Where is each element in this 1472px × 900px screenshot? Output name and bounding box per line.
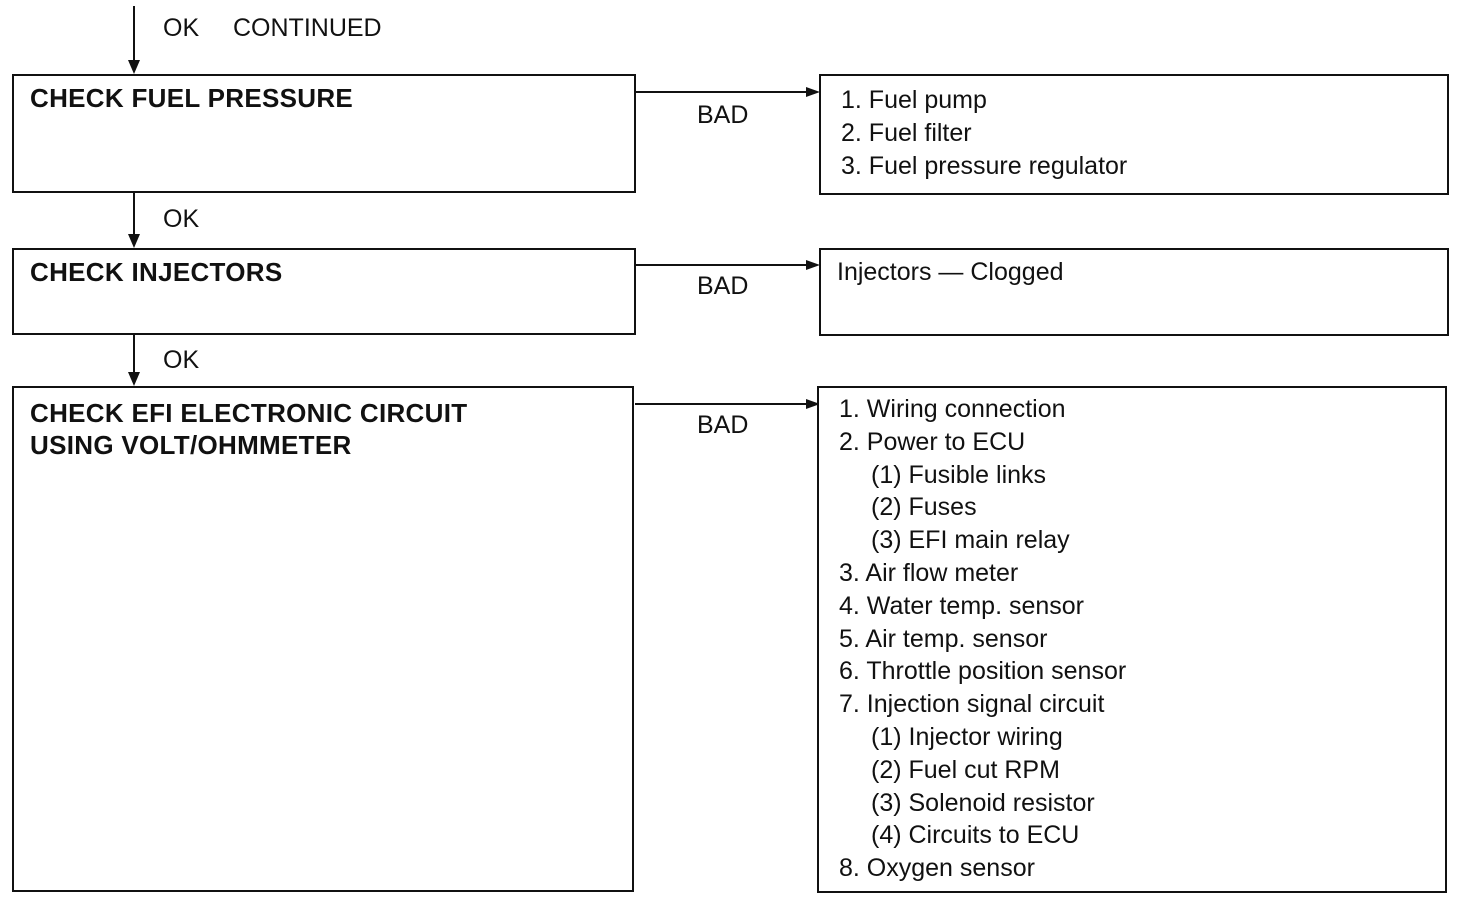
check-efi-circuit-title: CHECK EFI ELECTRONIC CIRCUIT USING VOLT/… xyxy=(30,397,467,461)
ok-label-injectors: OK xyxy=(163,346,200,374)
efi-circuit-causes-box: 1. Wiring connection 2. Power to ECU (1)… xyxy=(817,386,1447,893)
bad-arrowhead-3 xyxy=(806,399,820,409)
ok-arrowhead-top xyxy=(128,60,140,74)
injectors-causes-box: Injectors — Clogged xyxy=(819,248,1449,336)
check-fuel-pressure-title: CHECK FUEL PRESSURE xyxy=(30,83,354,113)
ok-label-fuel-pressure: OK xyxy=(163,205,200,233)
ok-label-top: OK xyxy=(163,14,200,42)
cause-item: 1. Wiring connection xyxy=(839,395,1066,423)
check-injectors-box: CHECK INJECTORS xyxy=(12,248,636,335)
cause-subitem: (1) Injector wiring xyxy=(871,722,1063,751)
cause-item: 3. Fuel pressure regulator xyxy=(841,151,1128,180)
check-efi-circuit-box: CHECK EFI ELECTRONIC CIRCUIT USING VOLT/… xyxy=(12,386,634,892)
cause-item: 2. Fuel filter xyxy=(841,118,972,147)
cause-subitem: (3) Solenoid resistor xyxy=(871,788,1095,817)
bad-arrowhead-2 xyxy=(806,260,820,270)
cause-subitem: (1) Fusible links xyxy=(871,460,1047,489)
cause-item: 8. Oxygen sensor xyxy=(839,854,1035,883)
cause-item: 2. Power to ECU xyxy=(839,427,1026,456)
bad-label-efi-circuit: BAD xyxy=(697,411,749,439)
cause-item: 7. Injection signal circuit xyxy=(839,690,1105,719)
cause-item: 3. Air flow meter xyxy=(839,558,1019,587)
bad-label-injectors: BAD xyxy=(697,272,749,300)
ok-arrowhead-1 xyxy=(128,234,140,248)
fuel-pressure-causes-box: 1. Fuel pump 2. Fuel filter 3. Fuel pres… xyxy=(819,74,1449,195)
continued-label: CONTINUED xyxy=(233,14,382,42)
check-efi-circuit-title-line2: USING VOLT/OHMMETER xyxy=(30,430,352,460)
check-fuel-pressure-box: CHECK FUEL PRESSURE xyxy=(12,74,636,193)
cause-item: 4. Water temp. sensor xyxy=(839,591,1084,620)
efi-circuit-cause-list: 1. Wiring connection 2. Power to ECU (1)… xyxy=(839,393,1126,885)
cause-item: 1. Fuel pump xyxy=(841,86,987,114)
cause-subitem: (2) Fuel cut RPM xyxy=(871,755,1060,784)
cause-subitem: (2) Fuses xyxy=(871,493,977,522)
fuel-pressure-cause-list: 1. Fuel pump 2. Fuel filter 3. Fuel pres… xyxy=(841,84,1127,182)
check-efi-circuit-title-line1: CHECK EFI ELECTRONIC CIRCUIT xyxy=(30,398,468,428)
bad-arrowhead-1 xyxy=(806,87,820,97)
injectors-cause-list: Injectors — Clogged xyxy=(837,256,1064,289)
cause-item: 6. Throttle position sensor xyxy=(839,657,1127,686)
cause-subitem: (4) Circuits to ECU xyxy=(871,821,1080,850)
check-injectors-title: CHECK INJECTORS xyxy=(30,257,283,287)
bad-label-fuel-pressure: BAD xyxy=(697,101,749,129)
ok-arrowhead-2 xyxy=(128,372,140,386)
cause-subitem: (3) EFI main relay xyxy=(871,526,1070,555)
cause-item: 5. Air temp. sensor xyxy=(839,624,1048,653)
cause-item: Injectors — Clogged xyxy=(837,258,1064,286)
